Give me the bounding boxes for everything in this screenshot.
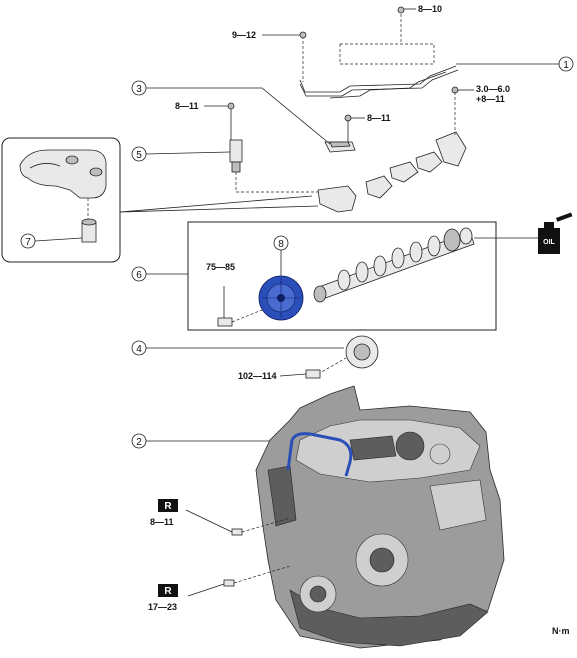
oil-control-valve [227,102,318,193]
torque-label-75-85: 75—85 [206,262,235,272]
callout-group: 1 3 5 6 4 2 [131,56,574,449]
torque-labels: 8—10 9—12 8—11 8—11 3.0—6.0 +8—11 75—85 … [175,4,510,381]
engine-block [255,385,505,649]
reuse-badge-1: R 8—11 [150,499,178,527]
camshaft [313,227,475,303]
oil-label: OIL [543,239,555,246]
camshaft-sprocket [258,275,304,321]
torque-label-3-6: 3.0—6.0 [476,84,510,94]
torque-label-102-114: 102—114 [238,371,277,381]
torque-label-8-11-r: 8—11 [150,517,174,527]
torque-label-8-10: 8—10 [418,4,442,14]
oil-can-icon: OIL [538,212,573,254]
camshaft-box: 8 [187,221,538,331]
timing-chain [286,432,353,477]
callout-2: 2 [136,437,142,448]
torque-label-9-12: 9—12 [232,30,256,40]
torque-label-8-11-ocv: 8—11 [175,101,199,111]
callout-1: 1 [563,60,569,71]
torque-label-plus-8-11: +8—11 [476,94,505,104]
callout-3: 3 [136,84,142,95]
detail-inset: 7 [1,137,319,263]
callout-4: 4 [136,344,142,355]
badge-r-2: R [164,586,172,597]
torque-label-8-11-cap: 8—11 [367,113,391,123]
callout-5: 5 [136,150,142,161]
exhaust-sprocket [305,335,379,379]
badge-r-1: R [164,501,172,512]
callout-6: 6 [136,270,142,281]
callout-7: 7 [25,237,31,248]
top-assembly [227,6,560,213]
camshaft-caps [317,131,467,213]
unit-label: N·m [552,626,570,636]
callout-8: 8 [278,239,284,250]
reuse-badge-2: R 17—23 [148,584,178,612]
lower-bolts [185,509,291,597]
torque-label-17-23-r: 17—23 [148,602,177,612]
